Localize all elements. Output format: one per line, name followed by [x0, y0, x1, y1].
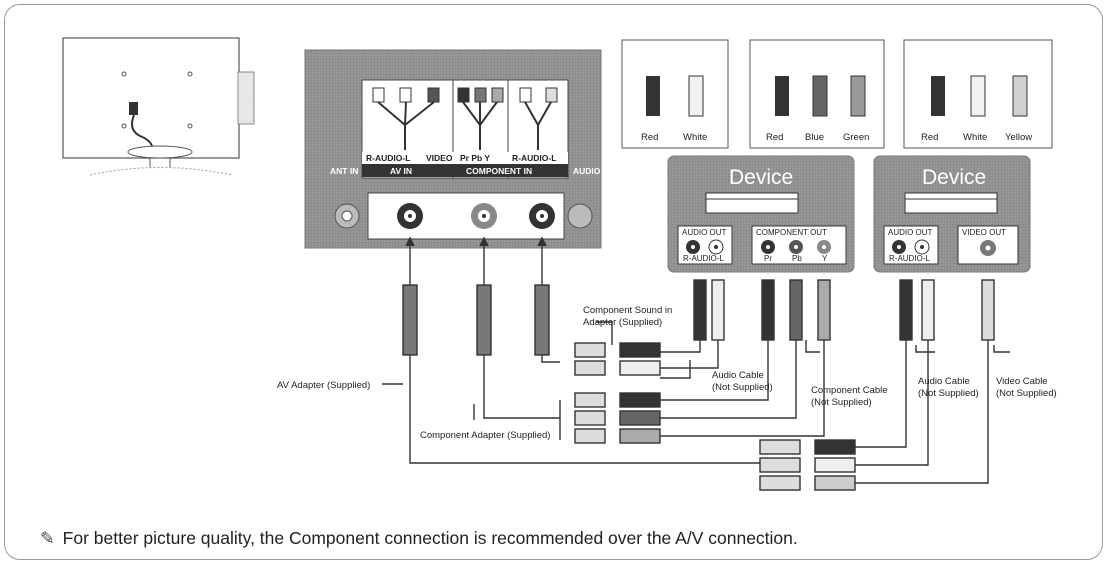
- audio-cable-2-line1: Audio Cable: [918, 376, 970, 387]
- color-guide-boxes: Red White Red Blue Green Red White Yello…: [621, 39, 1053, 149]
- device-1-component-out: COMPONENT OUT: [756, 228, 827, 237]
- av-adapter-label: AV Adapter (Supplied): [277, 380, 370, 391]
- cables: [382, 236, 1010, 491]
- video-cable-line2: (Not Supplied): [996, 388, 1057, 399]
- device-1-audio-sub: R-AUDIO-L: [683, 254, 724, 263]
- device-2-video-out: VIDEO OUT: [962, 228, 1006, 237]
- guide3-red-label: Red: [921, 132, 938, 143]
- guide1-white-label: White: [683, 132, 707, 143]
- device-1-pb: Pb: [792, 254, 802, 263]
- guide1-red-label: Red: [641, 132, 658, 143]
- component-cable-line2: (Not Supplied): [811, 397, 872, 408]
- av-in-label: AV IN: [390, 166, 412, 176]
- recommendation-note: ✎ For better picture quality, the Compone…: [40, 528, 798, 549]
- guide3-yellow-label: Yellow: [1005, 132, 1032, 143]
- video-cable-line1: Video Cable: [996, 376, 1048, 387]
- component-cable-line1: Component Cable: [811, 385, 888, 396]
- guide2-blue-label: Blue: [805, 132, 824, 143]
- component-sound-label-line2: Adapter (Supplied): [583, 317, 662, 328]
- audio-out-edge-label: AUDIO OUT: [573, 166, 622, 176]
- device-2: Device AUDIO OUT VIDEO OUT R-AUDIO-L: [873, 155, 1031, 273]
- panel-plug-icons: [372, 87, 558, 150]
- guide2-green-label: Green: [843, 132, 869, 143]
- component-in-label: COMPONENT IN: [466, 166, 532, 176]
- guide3-white-label: White: [963, 132, 987, 143]
- device-1-audio-out: AUDIO OUT: [682, 228, 727, 237]
- tv-back-panel: R-AUDIO-L VIDEO Pr Pb Y R-AUDIO-L AV IN …: [304, 49, 622, 249]
- device-1-y: Y: [822, 254, 828, 263]
- guide2-red-label: Red: [766, 132, 783, 143]
- audio-cable-1-line1: Audio Cable: [712, 370, 764, 381]
- device-1-title: Device: [729, 166, 793, 189]
- tv-rear-illustration: [62, 37, 255, 176]
- component-prpby-label: Pr Pb Y: [460, 153, 490, 163]
- device-1: Device AUDIO OUT COMPONENT OUT R-AUDIO-L…: [667, 155, 855, 273]
- device-2-audio-out: AUDIO OUT: [888, 228, 933, 237]
- audio-cable-2-line2: (Not Supplied): [918, 388, 979, 399]
- note-text: For better picture quality, the Componen…: [62, 528, 798, 548]
- av-in-video-label: VIDEO: [426, 153, 453, 163]
- diagram-frame: [4, 4, 1103, 560]
- device-1-pr: Pr: [764, 254, 772, 263]
- component-adapter-label: Component Adapter (Supplied): [420, 430, 550, 441]
- av-in-audio-label: R-AUDIO-L: [366, 153, 410, 163]
- pencil-icon: ✎: [40, 528, 55, 548]
- ant-in-label: ANT IN: [330, 166, 358, 176]
- component-audio-label: R-AUDIO-L: [512, 153, 556, 163]
- device-2-audio-sub: R-AUDIO-L: [889, 254, 930, 263]
- device-2-title: Device: [922, 166, 986, 189]
- component-sound-label-line1: Component Sound in: [583, 305, 672, 316]
- audio-cable-1-line2: (Not Supplied): [712, 382, 773, 393]
